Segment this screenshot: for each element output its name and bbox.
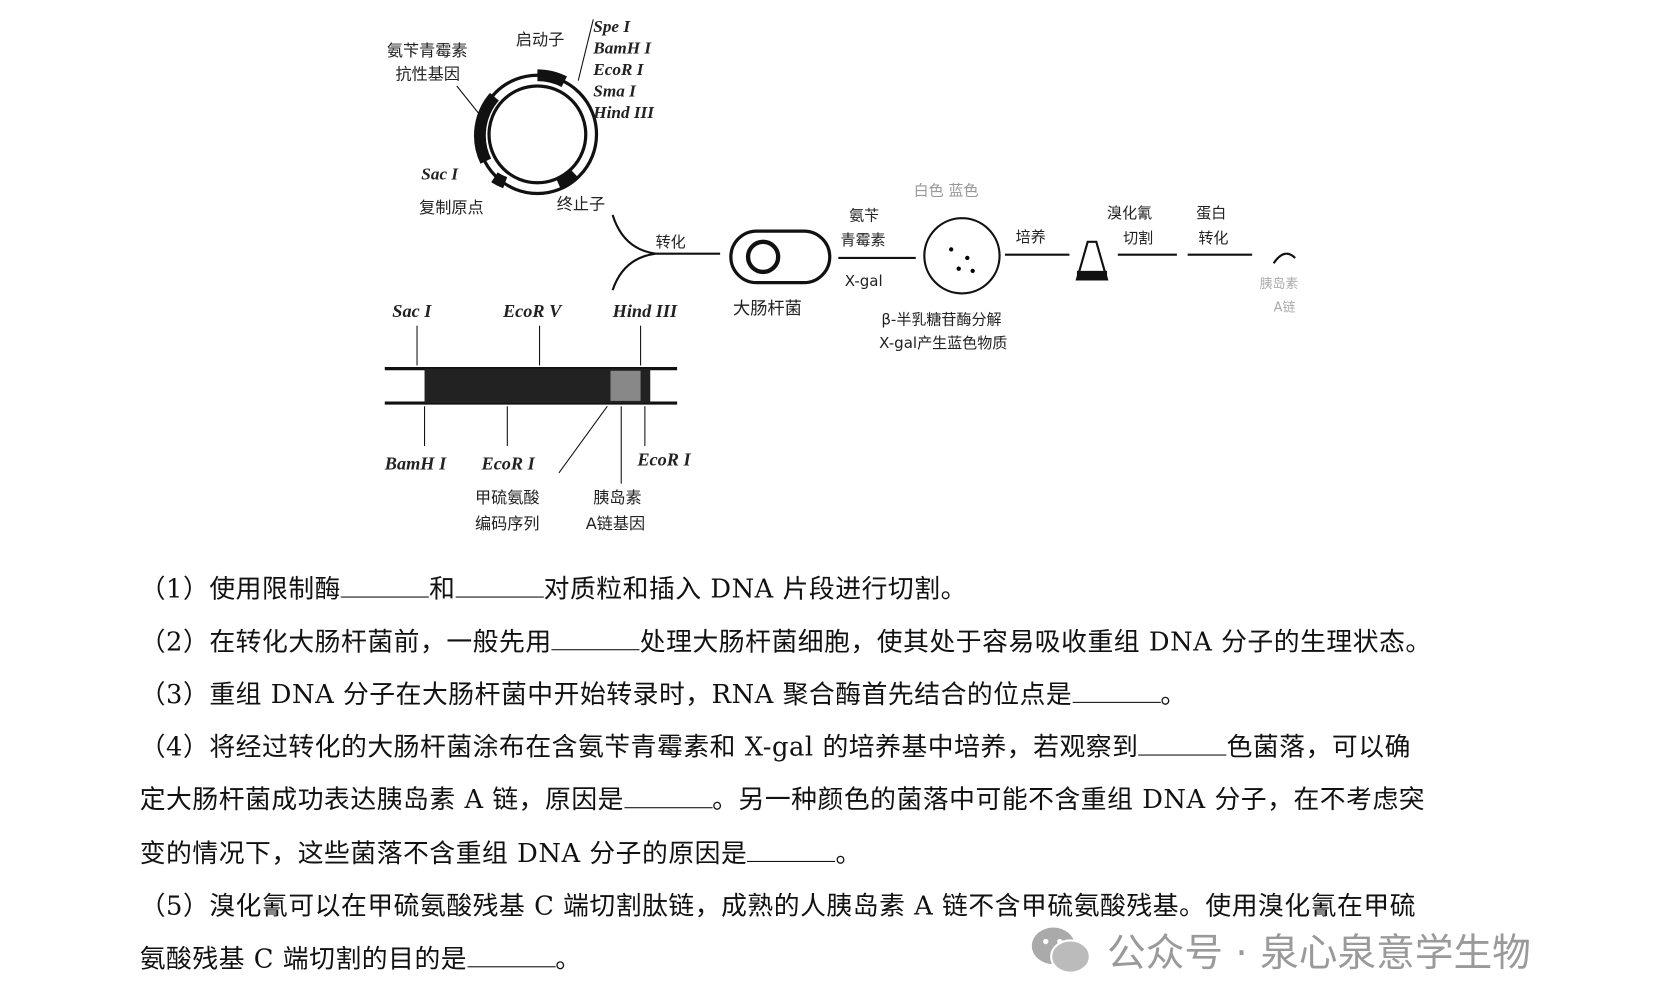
wechat-icon — [1031, 927, 1091, 974]
label-frag-ecori-2: EcoR I — [636, 449, 691, 469]
label-terminator: 终止子 — [557, 195, 605, 214]
label-sac: Sac I — [421, 164, 459, 183]
answer-blank[interactable] — [1072, 680, 1161, 703]
dna-fragment — [384, 367, 678, 405]
answer-blank[interactable] — [467, 945, 556, 968]
label-cut: 切割 — [1123, 229, 1153, 247]
label-note-2: X-gal产生蓝色物质 — [879, 334, 1007, 352]
label-amp-resistance: 氨苄青霉素 — [387, 41, 468, 60]
question-5-line-2: 氨酸残基 C 端切割的目的是。 — [139, 943, 582, 974]
ecoli-icon — [729, 229, 832, 285]
label-amp2: 青霉素 — [840, 231, 885, 249]
label-met: 甲硫氨酸 — [475, 488, 539, 507]
label-bamh: BamH I — [592, 39, 652, 58]
label-cnbr: 溴化氰 — [1107, 204, 1152, 222]
watermark: 公众号 · 泉心泉意学生物 — [1030, 922, 1531, 978]
label-frag-bamh: BamH I — [384, 454, 447, 474]
label-ecoli: 大肠杆菌 — [733, 299, 802, 319]
watermark-text: 公众号 · 泉心泉意学生物 — [1107, 931, 1531, 976]
answer-blank[interactable] — [624, 786, 713, 809]
label-frag-sac: Sac I — [392, 301, 432, 321]
question-4-line-2: 定大肠杆菌成功表达胰岛素 A 链，原因是。另一种颜色的菌落中可能不含重组 DNA… — [139, 784, 1426, 815]
label-conversion: 转化 — [1198, 229, 1228, 247]
label-insulin-a: 胰岛素 — [593, 488, 641, 507]
question-3: （3）重组 DNA 分子在大肠杆菌中开始转录时，RNA 聚合酶首先结合的位点是。 — [139, 679, 1187, 710]
answer-blank[interactable] — [1138, 733, 1227, 756]
label-frag-hind: Hind III — [612, 301, 678, 321]
label-amp-resistance-2: 抗性基因 — [396, 65, 460, 84]
label-culture: 培养 — [1016, 228, 1046, 246]
label-ecor: EcoR I — [592, 60, 644, 79]
label-note-1: β-半乳糖苷酶分解 — [881, 311, 1001, 329]
label-product-1: 胰岛素 — [1260, 276, 1299, 292]
label-colony-colors: 白色 蓝色 — [914, 182, 979, 200]
label-hind: Hind III — [592, 103, 655, 122]
label-insulin-a-2: A链基因 — [586, 514, 645, 533]
plasmid — [456, 19, 599, 196]
question-2: （2）在转化大肠杆菌前，一般先用处理大肠杆菌细胞，使其处于容易吸收重组 DNA … — [139, 626, 1432, 657]
genetic-engineering-diagram: 氨苄青霉素 抗性基因 启动子 Spe I BamH I EcoR I Sma I… — [365, 0, 1332, 548]
label-promoter: 启动子 — [516, 30, 564, 49]
label-transform: 转化 — [656, 233, 686, 251]
peptide-icon — [1272, 252, 1296, 264]
question-5-line-1: （5）溴化氰可以在甲硫氨酸残基 C 端切割肽链，成熟的人胰岛素 A 链不含甲硫氨… — [139, 891, 1417, 922]
label-xgal: X-gal — [845, 272, 883, 290]
petri-dish-icon — [923, 217, 1001, 295]
question-4-line-3: 变的情况下，这些菌落不含重组 DNA 分子的原因是。 — [139, 838, 862, 869]
answer-blank[interactable] — [341, 575, 430, 598]
label-met-2: 编码序列 — [475, 514, 539, 533]
label-amp: 氨苄 — [849, 206, 879, 224]
label-spe: Spe I — [593, 17, 631, 36]
answer-blank[interactable] — [551, 628, 640, 651]
question-4-line-1: （4）将经过转化的大肠杆菌涂布在含氨苄青霉素和 X-gal 的培养基中培养，若观… — [139, 731, 1411, 763]
label-protein: 蛋白 — [1196, 204, 1226, 222]
answer-blank[interactable] — [455, 575, 544, 598]
label-product-2: A链 — [1274, 301, 1296, 316]
label-frag-ecori: EcoR I — [481, 454, 536, 474]
answer-blank[interactable] — [747, 839, 836, 862]
label-sma: Sma I — [593, 82, 637, 101]
label-frag-ecorv: EcoR V — [502, 301, 563, 321]
label-ori: 复制原点 — [419, 198, 483, 217]
question-1: （1）使用限制酶和对质粒和插入 DNA 片段进行切割。 — [139, 573, 967, 605]
